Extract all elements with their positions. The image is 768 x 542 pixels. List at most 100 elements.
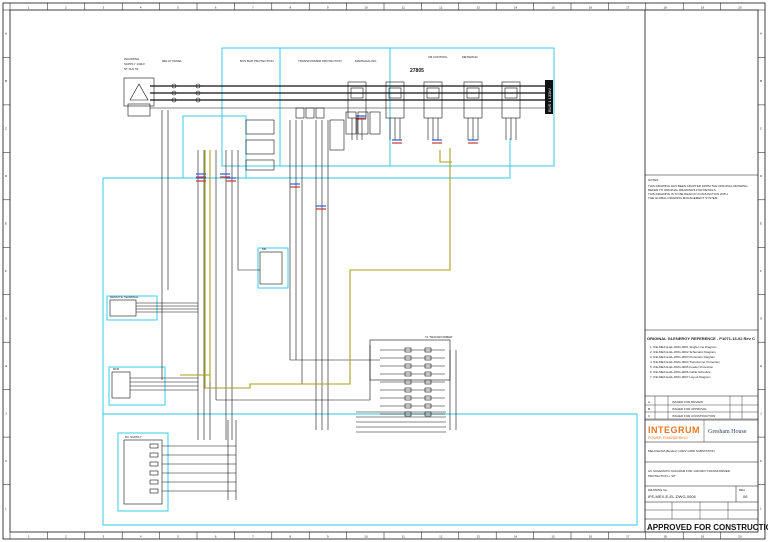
grid-column-label-top: 15	[551, 6, 555, 10]
note-line: THE GLOBAL DRAWING MANAGEMENT SYSTEM	[648, 196, 718, 200]
grid-column-label-top: 12	[439, 6, 443, 10]
drawing-title-line-1: AC SCHEMATIC DIAGRAM FOR 132/33kV TRANSF…	[648, 469, 731, 473]
terminal-block	[404, 387, 412, 393]
grid-column-label-bottom: 15	[551, 535, 555, 539]
grid-column-label-top: 20	[738, 6, 742, 10]
grid-column-label-bottom: 7	[252, 535, 254, 539]
revision-description: ISSUED FOR CONSTRUCTION	[672, 414, 715, 418]
grid-column-label-top: 17	[626, 6, 630, 10]
notes-list: THIS DRAWING HAS BEEN ADAPTED FROM THE O…	[648, 184, 748, 200]
grid-row-label-left: L	[5, 506, 7, 510]
panel-label-p6: METERING	[462, 55, 479, 59]
grid-row-label-left: F	[5, 269, 7, 273]
grid-row-label-right: H	[760, 364, 762, 368]
grid-column-label-top: 18	[664, 6, 668, 10]
reference-line: 7. IFE-MEX-E-EL-DRG-0007 Layout Diagram	[650, 375, 711, 379]
terminal-block	[424, 355, 432, 361]
grid-column-label-top: 16	[589, 6, 593, 10]
grid-row-label-left: B	[5, 79, 7, 83]
grid-column-label-bottom: 20	[738, 535, 742, 539]
reference-line: 3. IFE-MEX-E-EL-DRG-0003 Protection Diag…	[650, 355, 716, 359]
signature-grid	[645, 502, 758, 519]
grid-row-label-left: K	[5, 459, 7, 463]
yellow-cable-route	[180, 148, 452, 389]
box-remote-label: REMOTE TERMINAL	[110, 295, 139, 299]
panel-label-p4: MARSHALLING	[355, 59, 377, 63]
terminal-block	[424, 363, 432, 369]
terminal-block	[424, 403, 432, 409]
grid-row-label-left: C	[5, 127, 8, 131]
terminal-block	[424, 395, 432, 401]
svg-text:SUPPLY 132kV: SUPPLY 132kV	[124, 62, 145, 66]
grid-column-label-bottom: 19	[701, 535, 705, 539]
dc-terminals	[149, 420, 237, 500]
protection-relays: MK	[245, 111, 381, 285]
reference-heading: ORIGINAL GLENERGY REFERENCE - P1071-13-0…	[647, 336, 755, 341]
grid-row-label-left: A	[5, 32, 7, 36]
grid-row-label-left: H	[5, 364, 7, 368]
grid-column-label-bottom: 14	[514, 535, 518, 539]
revision-description: ISSUED FOR REVIEW	[672, 400, 703, 404]
grid-column-label-top: 1	[28, 6, 30, 10]
grid-column-label-top: 4	[140, 6, 142, 10]
panel-label-p1: RELAY PANEL	[162, 59, 182, 63]
dc-terminal-block	[149, 470, 159, 476]
note-line: REFER TO ORIGINAL DRAWINGS FOR DETAILS	[648, 188, 716, 192]
terminal-block	[424, 387, 432, 393]
reference-line: 1. IFE-MEX-E-EL-DRG-0001 Single Line Dia…	[650, 345, 717, 349]
grid-column-label-top: 10	[364, 6, 368, 10]
box-dc-label: DC SUPPLY	[125, 435, 142, 439]
grid-column-label-bottom: 18	[664, 535, 668, 539]
fuse	[315, 107, 325, 119]
ct-core	[504, 87, 518, 99]
grid-column-label-bottom: 6	[215, 535, 217, 539]
terminal-block	[404, 347, 412, 353]
grid-column-label-top: 11	[402, 6, 405, 10]
grid-column-label-top: 9	[327, 6, 329, 10]
dc-terminal-block	[149, 461, 159, 467]
grid-column-label-bottom: 3	[103, 535, 105, 539]
svg-text:INCOMING: INCOMING	[124, 57, 140, 61]
relay-mk-label: MK	[262, 247, 267, 251]
grid-row-label-left: D	[5, 174, 8, 178]
grid-row-label-left: E	[5, 222, 7, 226]
reference-line: 5. IFE-MEX-E-EL-DRG-0005 Feeder Protecti…	[650, 365, 714, 369]
notes-heading: NOTES	[648, 178, 658, 182]
terminal-block	[424, 379, 432, 385]
grid-column-label-bottom: 13	[477, 535, 481, 539]
grid-row-label-right: C	[760, 127, 763, 131]
grid-row-label-right: E	[760, 222, 762, 226]
revision-description: ISSUED FOR APPROVAL	[672, 407, 707, 411]
drawing-title-line-2: PROTECTION + SIT	[648, 474, 676, 478]
grid-column-label-bottom: 1	[28, 535, 30, 539]
grid-row-label-right: J	[760, 411, 762, 415]
bus-label: BUS 1 132kV	[547, 88, 552, 112]
ct-terminal-markers	[196, 115, 478, 210]
grid-column-label-bottom: 8	[290, 535, 292, 539]
grid-column-label-top: 3	[103, 6, 105, 10]
terminal-block	[404, 403, 412, 409]
drawing-number: IFE-MEX-E-EL-DWG-0004	[648, 494, 697, 499]
grid-column-label-top: 6	[215, 6, 217, 10]
grid-column-label-bottom: 17	[626, 535, 630, 539]
grid-column-label-bottom: 16	[589, 535, 593, 539]
panel-label-p5: CB CONTROL	[428, 55, 448, 59]
company-logo-sub: POWER ENGINEERING	[648, 436, 688, 440]
drawing-no-label: DRAWING No.	[648, 488, 668, 492]
incoming-supply: INCOMING SUPPLY 132kV ST FLN 54	[123, 57, 155, 117]
ct-bay-modules	[295, 81, 521, 140]
grid-column-label-top: 19	[701, 6, 705, 10]
grid-column-label-bottom: 5	[177, 535, 179, 539]
grid-references-top: 1122334455667788991010111112121313141415…	[9, 3, 742, 539]
note-line: THIS DRAWING IS TO BE READ IN CONJUNCTIO…	[648, 192, 728, 196]
title-block: NOTES THIS DRAWING HAS BEEN ADAPTED FROM…	[645, 174, 768, 532]
grid-column-label-top: 13	[477, 6, 481, 10]
auxiliary-boxes: REMOTE TERMINAL DFR DC SUPPLY	[109, 295, 163, 505]
grid-column-label-top: 8	[290, 6, 292, 10]
terminal-block	[404, 371, 412, 377]
ct-core	[426, 87, 440, 99]
feed-lines	[130, 269, 260, 391]
